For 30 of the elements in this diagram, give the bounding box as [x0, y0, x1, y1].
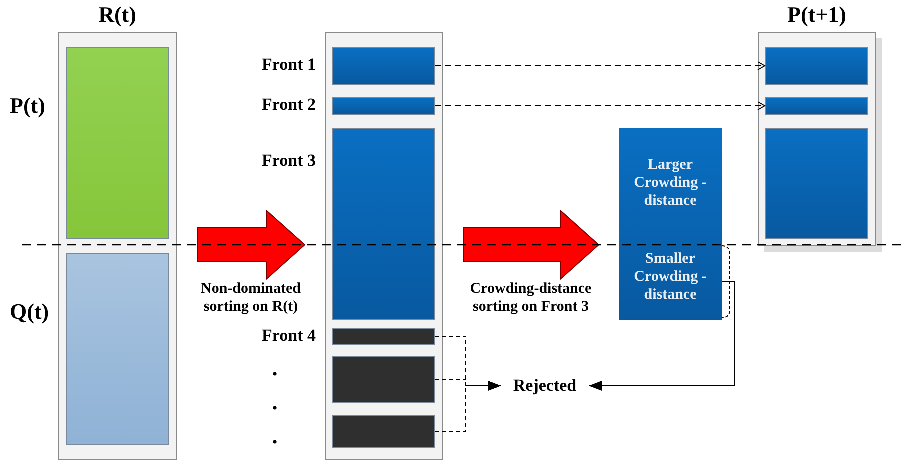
- block-arrow: [198, 210, 306, 280]
- population-label: Q(t): [10, 299, 50, 325]
- front-label: Front 4: [262, 326, 316, 346]
- front-bar: [332, 356, 434, 402]
- crowding-distance-text: Smaller Crowding -distance: [633, 250, 708, 304]
- front-bar: [332, 328, 434, 344]
- population-label: P(t): [10, 93, 46, 119]
- rejected-text: Rejected: [503, 375, 587, 397]
- sorted-population-panel: [325, 32, 443, 460]
- crowding-distance-box: [619, 128, 722, 320]
- front-label: Front 1: [262, 55, 316, 75]
- parent-population-bar: [66, 46, 168, 238]
- arrow: [434, 102, 766, 110]
- front-label: Front 2: [262, 95, 316, 115]
- crowding-distance-text: Larger Crowding -distance: [633, 156, 708, 210]
- offspring-population-bar: [66, 252, 168, 444]
- arrow: [434, 62, 766, 70]
- front-bar: [764, 96, 868, 114]
- front-bar: [332, 414, 434, 448]
- population-title: R(t): [98, 2, 138, 28]
- front-label: Front 3: [262, 151, 316, 171]
- front-bar: [332, 46, 434, 84]
- front-bar: [332, 128, 434, 320]
- block-arrow: [464, 210, 600, 280]
- front-bar: [332, 96, 434, 114]
- arrow: [588, 282, 736, 391]
- front-bar: [764, 128, 868, 238]
- bracket-arrow: [434, 381, 502, 432]
- population-title: P(t+1): [786, 2, 848, 28]
- front-bar: [764, 46, 868, 84]
